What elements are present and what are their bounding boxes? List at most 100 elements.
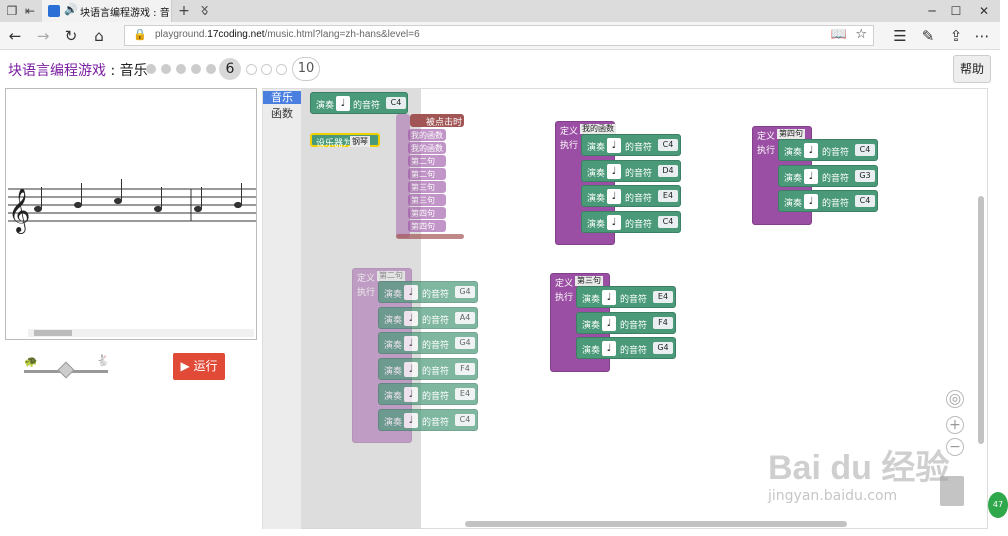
pitch-dropdown[interactable]: C4: [455, 413, 475, 426]
pitch-dropdown[interactable]: C4: [658, 139, 678, 151]
note-duration-icon[interactable]: ♩: [404, 412, 418, 428]
note-duration-icon[interactable]: ♩: [404, 285, 418, 300]
level-dot-1[interactable]: [146, 64, 156, 74]
category-music[interactable]: 音乐: [263, 91, 301, 104]
level-dot-3[interactable]: [176, 64, 186, 74]
note-duration-icon[interactable]: ♩: [607, 138, 621, 153]
flyout-event-block[interactable]: 被点击时: [410, 114, 464, 128]
note-duration-icon[interactable]: ♩: [607, 214, 621, 230]
flyout-call-block[interactable]: 第二句: [408, 155, 446, 167]
level-dot-2[interactable]: [161, 64, 171, 74]
pitch-dropdown[interactable]: G4: [653, 342, 673, 354]
forward-icon[interactable]: →: [36, 27, 50, 45]
share-icon[interactable]: ⇪: [949, 27, 963, 45]
favorite-star-icon[interactable]: ☆: [855, 27, 867, 42]
note-duration-icon[interactable]: ♩: [804, 194, 818, 209]
zoom-out-icon[interactable]: −: [946, 438, 964, 456]
tab-list-button[interactable]: ⌄: [199, 4, 211, 18]
window-close-icon[interactable]: ✕: [978, 4, 990, 18]
pitch-dropdown[interactable]: F4: [455, 362, 475, 375]
pitch-dropdown[interactable]: E4: [455, 388, 475, 400]
note-duration-icon[interactable]: ♩: [602, 341, 616, 356]
run-button[interactable]: ▶ 运行: [173, 353, 225, 380]
level-10-button[interactable]: 10: [292, 57, 320, 81]
speaker-icon[interactable]: 🔊: [64, 3, 78, 16]
note-duration-icon[interactable]: ♩: [404, 310, 418, 326]
level-dot-9[interactable]: [276, 64, 287, 75]
pitch-dropdown[interactable]: C4: [855, 144, 875, 156]
flyout-call-block[interactable]: 我的函数: [408, 129, 446, 141]
browser-tab[interactable]: 🔊 块语言编程游戏 : 音 ✕: [42, 0, 209, 22]
category-functions[interactable]: 函数: [271, 107, 293, 120]
flyout-instrument-block[interactable]: 设乐器为 钢琴: [310, 133, 380, 149]
trash-icon[interactable]: [940, 476, 964, 506]
back-icon[interactable]: ←: [8, 27, 22, 45]
pitch-dropdown[interactable]: C4: [855, 195, 875, 207]
flyout-call-block[interactable]: 第二句: [408, 168, 446, 180]
pitch-dropdown[interactable]: F4: [653, 316, 673, 329]
note-duration-icon[interactable]: ♩: [602, 315, 616, 331]
note-duration-icon[interactable]: ♩: [602, 290, 616, 305]
note-duration-icon[interactable]: ♩: [607, 189, 621, 204]
note-duration-icon[interactable]: ♩: [804, 168, 818, 184]
flyout-call-block[interactable]: 第三句: [408, 194, 446, 206]
note-duration-icon[interactable]: ♩: [404, 336, 418, 351]
pitch-dropdown[interactable]: E4: [658, 190, 678, 202]
tab-aside-icon[interactable]: ⇤: [24, 4, 36, 18]
pitch-dropdown[interactable]: A4: [455, 311, 475, 324]
note-duration-icon[interactable]: ♩: [804, 143, 818, 158]
workspace-vscrollbar[interactable]: [978, 196, 984, 444]
recenter-icon[interactable]: ◎: [946, 390, 964, 408]
flyout-call-block[interactable]: 第四句: [408, 220, 446, 232]
refresh-icon[interactable]: ↻: [64, 27, 78, 45]
note-duration-icon[interactable]: ♩: [404, 387, 418, 402]
home-icon[interactable]: ⌂: [94, 27, 104, 45]
flyout-call-block[interactable]: 第四句: [408, 207, 446, 219]
help-button[interactable]: 帮助: [953, 55, 991, 83]
tab-close-icon[interactable]: ✕: [200, 3, 210, 16]
more-icon[interactable]: ⋯: [974, 27, 990, 45]
address-bar[interactable]: 🔒 playground.17coding.net/music.html?lan…: [124, 25, 874, 46]
side-badge[interactable]: 47: [988, 492, 1008, 518]
pitch-dropdown[interactable]: G4: [455, 286, 475, 298]
maximize-icon[interactable]: ☐: [950, 4, 962, 18]
favorites-hub-icon[interactable]: ☰: [893, 27, 907, 45]
note-duration-icon[interactable]: ♩: [404, 361, 418, 377]
level-dot-8[interactable]: [261, 64, 272, 75]
tab-actions-icon[interactable]: ❐: [6, 4, 18, 18]
score-scrollbar[interactable]: [28, 329, 254, 337]
reading-view-icon[interactable]: 📖: [830, 27, 847, 42]
note-duration-icon[interactable]: ♩: [607, 163, 621, 179]
pitch-dropdown[interactable]: C4: [658, 215, 678, 228]
level-dot-4[interactable]: [191, 64, 201, 74]
pitch-dropdown[interactable]: G4: [455, 337, 475, 349]
level-dot-5[interactable]: [206, 64, 216, 74]
new-tab-button[interactable]: +: [178, 3, 190, 19]
current-level-indicator[interactable]: 6: [219, 58, 241, 80]
minimize-icon[interactable]: ─: [928, 4, 936, 18]
flyout-play-block[interactable]: 演奏 ♩ 的音符 C4: [310, 92, 408, 114]
flyout-call-block[interactable]: 我的函数: [408, 142, 446, 154]
zoom-in-icon[interactable]: +: [946, 416, 964, 434]
level-dot-7[interactable]: [246, 64, 257, 75]
pitch-dropdown[interactable]: G3: [855, 169, 875, 182]
pitch-dropdown[interactable]: E4: [653, 291, 673, 303]
workspace-hscrollbar[interactable]: [465, 521, 847, 527]
notes-pen-icon[interactable]: ✎: [921, 27, 935, 45]
